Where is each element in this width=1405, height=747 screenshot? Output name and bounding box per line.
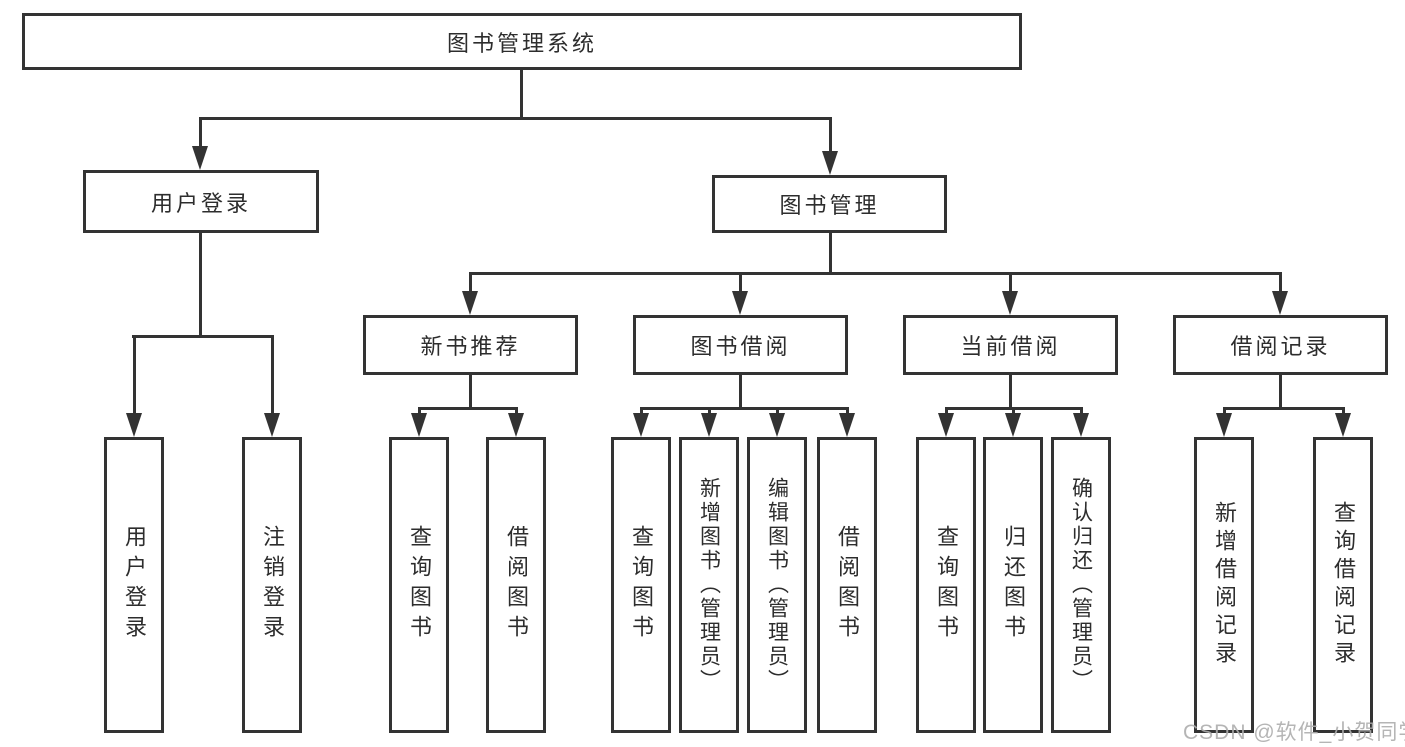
leaf-nb-borrow-book: 借阅图书 — [486, 437, 546, 733]
arrowhead-leaf-icon — [633, 413, 649, 437]
leaf-bb-borrow-book-label: 借阅图书 — [835, 525, 860, 645]
leaf-cb-return-book-label: 归还图书 — [1001, 525, 1026, 645]
connector-to-book-borrow — [739, 272, 742, 294]
connector-to-current-borrow — [1009, 272, 1012, 294]
arrowhead-leaf-icon — [839, 413, 855, 437]
connector-user-login-rail — [132, 335, 274, 338]
node-borrow-record: 借阅记录 — [1173, 315, 1388, 375]
leaf-logout: 注销登录 — [242, 437, 302, 733]
node-user-login: 用户登录 — [83, 170, 319, 233]
arrowhead-leaf-icon — [1335, 413, 1351, 437]
connector-book-mgmt-stem — [829, 233, 832, 274]
leaf-bb-add-book-label: 新增图书（管理员） — [697, 477, 721, 693]
connector-leaf — [708, 407, 711, 417]
arrowhead-to-leaf-user-login-icon — [126, 413, 142, 437]
arrowhead-to-new-book-rec-icon — [462, 291, 478, 315]
connector-leaf — [945, 407, 948, 417]
leaf-bb-add-book: 新增图书（管理员） — [679, 437, 739, 733]
connector-to-book-mgmt — [829, 117, 832, 154]
leaf-cb-confirm-return: 确认归还（管理员） — [1051, 437, 1111, 733]
connector-to-user-login — [199, 117, 202, 149]
connector-book-borrow-stem — [739, 375, 742, 409]
leaf-bb-edit-book: 编辑图书（管理员） — [747, 437, 807, 733]
connector-root-stem — [520, 70, 523, 119]
leaf-cb-query-book: 查询图书 — [916, 437, 976, 733]
arrowhead-leaf-icon — [701, 413, 717, 437]
watermark: CSDN @软件_小贺同学 — [1183, 721, 1405, 744]
leaf-cb-confirm-return-label: 确认归还（管理员） — [1069, 477, 1093, 693]
connector-current-borrow-stem — [1009, 375, 1012, 409]
arrowhead-leaf-icon — [1216, 413, 1232, 437]
connector-leaf — [846, 407, 849, 417]
connector-leaf — [1342, 407, 1345, 417]
leaf-nb-borrow-book-label: 借阅图书 — [504, 525, 529, 645]
connector-new-book-rec-stem — [469, 375, 472, 409]
leaf-bb-query-book-label: 查询图书 — [629, 525, 654, 645]
connector-book-borrow-rail — [640, 407, 848, 410]
leaf-logout-label: 注销登录 — [260, 525, 285, 645]
connector-leaf — [1012, 407, 1015, 417]
leaf-bb-edit-book-label: 编辑图书（管理员） — [765, 477, 789, 693]
arrowhead-leaf-icon — [1073, 413, 1089, 437]
arrowhead-leaf-icon — [508, 413, 524, 437]
node-book-mgmt: 图书管理 — [712, 175, 947, 233]
connector-level2-rail — [199, 117, 832, 120]
connector-new-book-rec-rail — [418, 407, 518, 410]
connector-leaf — [1223, 407, 1226, 417]
arrowhead-leaf-icon — [938, 413, 954, 437]
leaf-bb-borrow-book: 借阅图书 — [817, 437, 877, 733]
leaf-br-add-record-label: 新增借阅记录 — [1212, 501, 1237, 669]
arrowhead-to-borrow-record-icon — [1272, 291, 1288, 315]
node-current-borrow: 当前借阅 — [903, 315, 1118, 375]
arrowhead-to-leaf-logout-icon — [264, 413, 280, 437]
connector-borrow-record-rail — [1223, 407, 1344, 410]
arrowhead-to-user-login-icon — [192, 146, 208, 170]
leaf-br-query-record: 查询借阅记录 — [1313, 437, 1373, 733]
leaf-br-query-record-label: 查询借阅记录 — [1331, 501, 1356, 669]
leaf-nb-query-book-label: 查询图书 — [407, 525, 432, 645]
arrowhead-to-book-mgmt-icon — [822, 151, 838, 175]
arrowhead-leaf-icon — [1005, 413, 1021, 437]
leaf-bb-query-book: 查询图书 — [611, 437, 671, 733]
connector-to-leaf-user-login — [133, 335, 136, 415]
connector-leaf — [418, 407, 421, 417]
connector-leaf — [1080, 407, 1083, 417]
node-book-borrow: 图书借阅 — [633, 315, 848, 375]
connector-leaf — [640, 407, 643, 417]
connector-borrow-record-stem — [1279, 375, 1282, 409]
arrowhead-to-current-borrow-icon — [1002, 291, 1018, 315]
leaf-user-login: 用户登录 — [104, 437, 164, 733]
arrowhead-leaf-icon — [411, 413, 427, 437]
connector-leaf — [515, 407, 518, 417]
node-new-book-rec: 新书推荐 — [363, 315, 578, 375]
arrowhead-leaf-icon — [769, 413, 785, 437]
arrowhead-to-book-borrow-icon — [732, 291, 748, 315]
leaf-cb-return-book: 归还图书 — [983, 437, 1043, 733]
leaf-cb-query-book-label: 查询图书 — [934, 525, 959, 645]
connector-to-leaf-logout — [271, 335, 274, 415]
connector-to-new-book-rec — [469, 272, 472, 294]
node-root: 图书管理系统 — [22, 13, 1022, 70]
leaf-user-login-label: 用户登录 — [122, 525, 147, 645]
leaf-br-add-record: 新增借阅记录 — [1194, 437, 1254, 733]
connector-level3-rail — [469, 272, 1282, 275]
connector-user-login-stem — [199, 233, 202, 338]
connector-to-borrow-record — [1279, 272, 1282, 294]
leaf-nb-query-book: 查询图书 — [389, 437, 449, 733]
connector-leaf — [776, 407, 779, 417]
